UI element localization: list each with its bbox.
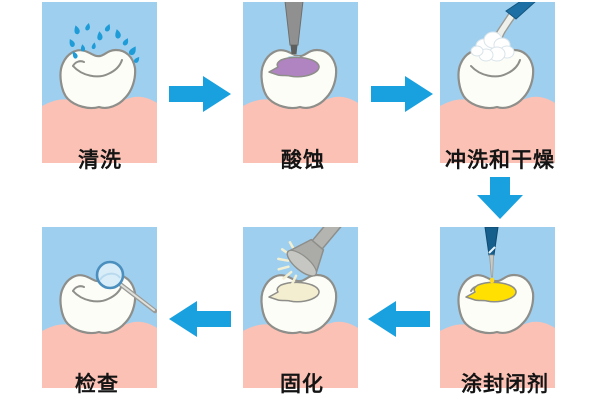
tooth-with-curing-light-illustration	[243, 227, 358, 388]
arrow-right-icon	[169, 76, 231, 112]
arrow-left-icon	[169, 301, 231, 337]
step-label-etch: 酸蚀	[281, 148, 325, 172]
curing-light-icon	[286, 227, 343, 277]
mouth-mirror-icon	[95, 260, 157, 314]
arrow-right-icon	[371, 76, 433, 112]
tooth-shape	[59, 273, 137, 335]
tooth-shape	[59, 48, 137, 110]
tooth-with-etchant-applicator-illustration	[243, 2, 358, 163]
panel-step-rinse	[440, 2, 555, 163]
tooth-with-mouth-mirror-illustration	[42, 227, 157, 388]
syringe-handle	[505, 2, 536, 20]
step-label-inspect: 检查	[75, 372, 119, 396]
tooth-with-sealant-needle-illustration	[440, 227, 555, 388]
sealant-needle-icon	[484, 227, 499, 284]
mirror-glass-highlight	[99, 272, 121, 281]
panel-step-etch	[243, 2, 358, 163]
mirror-head	[95, 260, 125, 290]
arrow-left-icon	[368, 301, 430, 337]
step-label-clean: 清洗	[78, 148, 122, 172]
sealant-drop	[489, 277, 495, 284]
step-label-sealant: 涂封闭剂	[461, 372, 549, 396]
panel-step-clean	[42, 2, 157, 163]
tooth-with-air-water-syringe-illustration	[440, 2, 555, 163]
panel-step-inspect	[42, 227, 157, 388]
panel-step-sealant	[440, 227, 555, 388]
needle-shaft	[489, 254, 494, 278]
step-label-rinse: 冲洗和干燥	[445, 148, 555, 172]
foam-cloud	[470, 31, 515, 62]
panel-step-cure	[243, 227, 358, 388]
tooth-with-water-droplets-illustration	[42, 2, 157, 163]
arrow-down-icon	[477, 177, 523, 219]
step-label-cure: 固化	[280, 372, 324, 396]
